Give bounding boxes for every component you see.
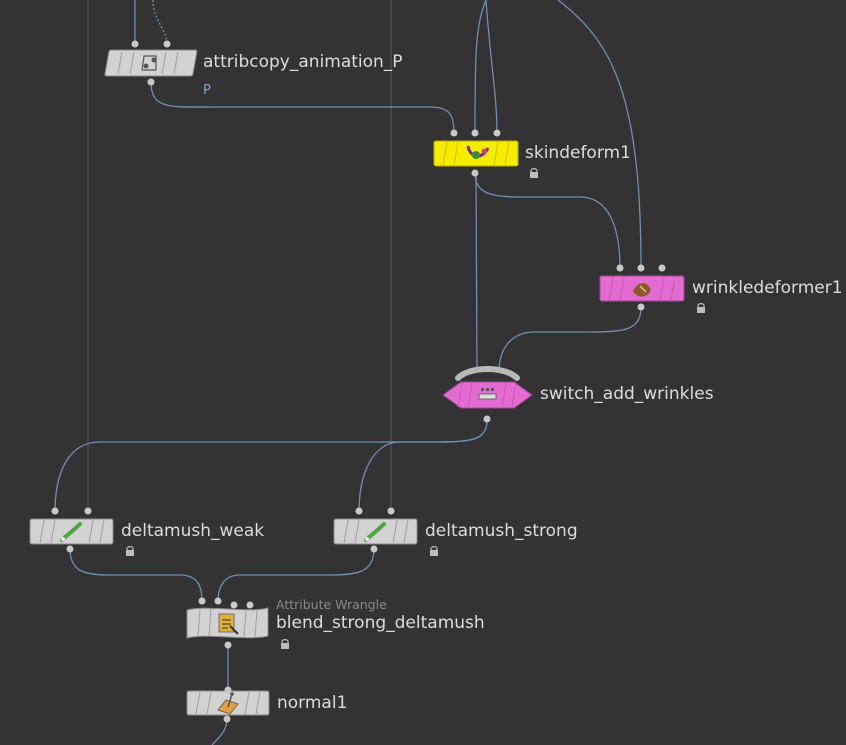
wrangle-icon — [218, 613, 239, 635]
output-port[interactable] — [471, 169, 479, 177]
lock-icon — [697, 303, 705, 313]
blend-label[interactable]: blend_strong_deltamush — [276, 613, 485, 633]
input-port[interactable] — [131, 40, 139, 48]
node-deltamush-strong[interactable] — [333, 507, 418, 553]
switch-multi-input-bar[interactable] — [455, 366, 520, 381]
node-wrinkledeformer[interactable] — [599, 264, 685, 311]
input-port[interactable] — [637, 264, 645, 272]
output-port[interactable] — [370, 545, 378, 553]
lock-icon — [281, 639, 289, 649]
deltamush-weak-icon — [60, 522, 82, 542]
skindeform-label[interactable]: skindeform1 — [525, 143, 631, 163]
output-port[interactable] — [66, 545, 74, 553]
wire-into-skindeform-right[interactable] — [485, 0, 498, 134]
input-port[interactable] — [214, 597, 222, 605]
output-port[interactable] — [147, 78, 155, 86]
node-switch[interactable] — [442, 366, 533, 423]
node-blend-wrangle[interactable] — [186, 597, 269, 649]
input-port[interactable] — [658, 264, 666, 272]
lock-icon — [530, 168, 538, 178]
input-port[interactable] — [230, 601, 238, 609]
input-port[interactable] — [616, 264, 624, 272]
input-port[interactable] — [51, 507, 59, 515]
switch-label[interactable]: switch_add_wrinkles — [540, 384, 714, 404]
switch-icon — [478, 388, 497, 400]
attribcopy-label[interactable]: attribcopy_animation_P — [203, 52, 403, 72]
input-port[interactable] — [450, 129, 458, 137]
normal-label[interactable]: normal1 — [277, 693, 348, 713]
deltamush-weak-label[interactable]: deltamush_weak — [121, 521, 265, 541]
input-port[interactable] — [471, 129, 479, 137]
input-port[interactable] — [387, 507, 395, 515]
input-port[interactable] — [84, 507, 92, 515]
output-port[interactable] — [224, 641, 232, 649]
wire-skindeform-to-switch[interactable] — [475, 172, 478, 373]
deltamush-strong-icon — [364, 522, 386, 542]
skindeform-icon — [466, 145, 490, 159]
output-port[interactable] — [223, 715, 231, 723]
wire-normal-output[interactable] — [211, 717, 228, 745]
wire-weak-to-blend[interactable] — [69, 548, 203, 602]
attribcopy-port-label: P — [203, 83, 211, 98]
wrinkledeformer-label[interactable]: wrinkledeformer1 — [692, 278, 843, 298]
node-skindeform[interactable] — [433, 129, 519, 177]
node-deltamush-weak[interactable] — [29, 507, 114, 553]
deltamush-strong-label[interactable]: deltamush_strong — [425, 521, 578, 541]
output-port[interactable] — [483, 415, 491, 423]
wire-strong-to-blend[interactable] — [217, 548, 375, 602]
wire-into-skindeform-mid[interactable] — [474, 0, 487, 134]
wire-into-wrinkle-right[interactable] — [557, 0, 642, 269]
attribcopy-icon — [141, 55, 157, 71]
input-port[interactable] — [224, 686, 232, 694]
wire-switch-to-deltamush-strong[interactable] — [358, 420, 488, 513]
lock-icon — [430, 546, 438, 556]
normal-icon — [217, 692, 239, 715]
output-port[interactable] — [637, 303, 645, 311]
input-port[interactable] — [246, 601, 254, 609]
wire-attribcopy-to-skindeform[interactable] — [150, 81, 455, 134]
wrinkle-icon — [633, 283, 651, 297]
input-port[interactable] — [355, 507, 363, 515]
input-port[interactable] — [198, 597, 206, 605]
input-port[interactable] — [493, 129, 501, 137]
node-attribcopy[interactable] — [104, 40, 198, 86]
node-normal[interactable] — [186, 686, 270, 723]
lock-icon — [126, 546, 134, 556]
wire-wrinkle-to-switch[interactable] — [498, 306, 642, 373]
wire-switch-to-deltamush-weak[interactable] — [54, 420, 488, 513]
blend-type-label: Attribute Wrangle — [276, 597, 387, 612]
wire-into-attribcopy-right[interactable] — [152, 0, 168, 45]
wire-skindeform-to-wrinkle[interactable] — [474, 172, 621, 269]
input-port[interactable] — [163, 40, 171, 48]
